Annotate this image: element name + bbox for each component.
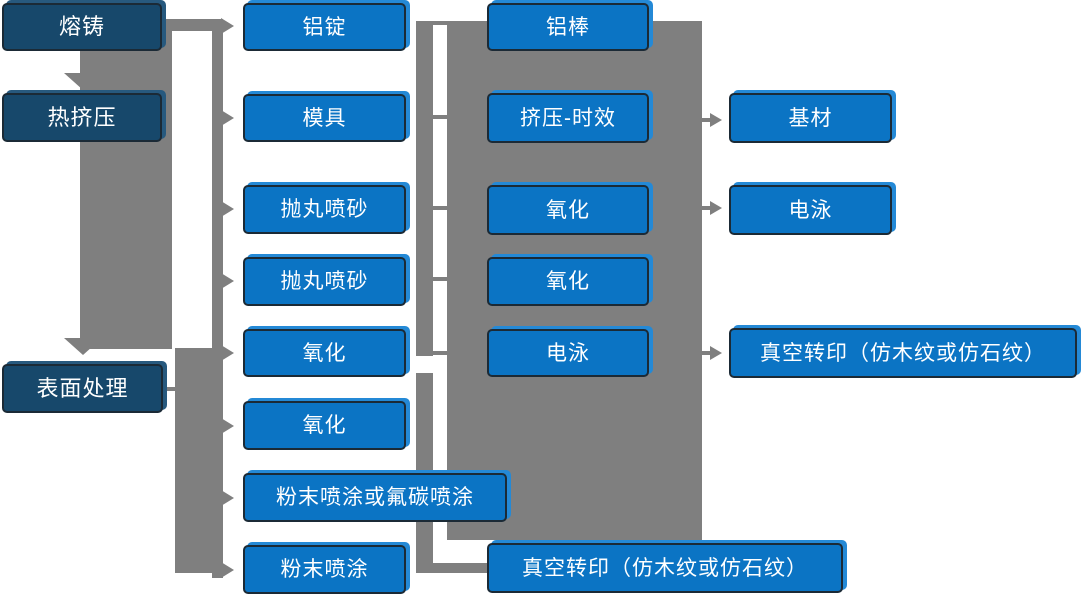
- lower-left-bar-connector: [175, 348, 212, 573]
- left-band-connector: [80, 22, 172, 349]
- mid-tick-1-connector: [433, 21, 448, 25]
- bottom-elbow-connector: [433, 563, 487, 573]
- arrow-stem-to-base-material: [702, 118, 712, 122]
- node-yanghua-c3b: 氧化: [487, 257, 649, 306]
- node-muju: 模具: [243, 94, 406, 142]
- node-dianyong-c4: 电泳: [729, 185, 892, 235]
- mid-tick-3-connector: [433, 206, 448, 210]
- node-label: 氧化: [546, 198, 590, 222]
- node-label: 抛丸喷砂: [280, 198, 369, 221]
- arrow-stem-to-vacuum-transfer: [702, 351, 712, 355]
- arrow-right-to-shot-blasting-1-icon: [221, 201, 234, 217]
- node-label: 抛丸喷砂: [280, 270, 369, 293]
- node-fenmo-penti: 粉末喷涂: [243, 545, 406, 594]
- arrow-right-to-powder-coating-icon: [221, 562, 234, 578]
- node-label: 挤压-时效: [520, 106, 616, 130]
- node-label: 铝棒: [546, 15, 590, 39]
- node-label: 电泳: [788, 198, 833, 222]
- node-luding: 铝锭: [243, 3, 406, 51]
- node-label: 氧化: [546, 270, 590, 293]
- node-zhenkong-right: 真空转印（仿木纹或仿石纹）: [729, 328, 1077, 378]
- node-fenmo-futan: 粉末喷涂或氟碳喷涂: [243, 473, 507, 522]
- arrow-right-to-oxidation-1-icon: [221, 345, 234, 361]
- node-label: 真空转印（仿木纹或仿石纹）: [522, 556, 808, 580]
- node-paowan-pensha-2: 抛丸喷砂: [243, 257, 406, 306]
- node-label: 模具: [302, 106, 347, 130]
- arrow-right-to-vacuum-transfer-icon: [710, 346, 722, 360]
- node-paowan-pensha-1: 抛丸喷砂: [243, 185, 406, 234]
- node-dianyong-c3: 电泳: [487, 329, 649, 377]
- mid-vertical-bar-upper-connector: [416, 21, 433, 356]
- top-horizontal-connector: [162, 19, 212, 31]
- surface-treatment-tick-connector: [163, 387, 177, 391]
- node-lubang: 铝棒: [487, 3, 649, 51]
- node-label: 真空转印（仿木纹或仿石纹）: [760, 341, 1046, 365]
- node-jicai: 基材: [729, 93, 892, 143]
- node-label: 氧化: [302, 341, 347, 365]
- node-jiya-shixiao: 挤压-时效: [487, 93, 649, 143]
- node-yanghua-c2a: 氧化: [243, 329, 406, 377]
- node-label: 表面处理: [36, 375, 129, 401]
- node-yanghua-c3a: 氧化: [487, 185, 649, 235]
- node-biaomianchuli: 表面处理: [2, 364, 163, 413]
- arrow-down-to-surface-treatment-icon: [64, 338, 102, 355]
- main-vertical-bar-connector: [212, 19, 223, 578]
- node-rejiya: 热挤压: [2, 93, 162, 142]
- mid-tick-5-connector: [433, 351, 448, 355]
- mid-tick-4-connector: [433, 277, 448, 281]
- node-label: 熔铸: [58, 14, 105, 39]
- node-label: 电泳: [546, 341, 590, 365]
- arrow-right-to-oxidation-2-icon: [221, 418, 234, 434]
- node-yanghua-c2b: 氧化: [243, 401, 406, 450]
- node-label: 粉末喷涂或氟碳喷涂: [276, 486, 474, 509]
- arrow-right-to-aluminum-ingot-icon: [221, 18, 234, 34]
- arrow-down-to-hot-extrusion-icon: [64, 73, 102, 90]
- node-zhenkong-bottom: 真空转印（仿木纹或仿石纹）: [487, 543, 843, 593]
- node-label: 热挤压: [47, 104, 117, 130]
- node-label: 粉末喷涂: [280, 558, 369, 581]
- arrow-stem-to-electrophoresis: [702, 206, 712, 210]
- arrow-right-to-powder-fluorocarbon-icon: [221, 490, 234, 506]
- arrow-right-to-mold-icon: [221, 110, 234, 126]
- node-label: 铝锭: [302, 15, 347, 39]
- arrow-right-to-shot-blasting-2-icon: [221, 273, 234, 289]
- arrow-right-to-electrophoresis-icon: [710, 201, 722, 215]
- mid-tick-2-connector: [433, 115, 448, 119]
- node-rongzhu: 熔铸: [2, 3, 162, 51]
- node-label: 基材: [788, 106, 833, 130]
- arrow-right-to-base-material-icon: [710, 113, 722, 127]
- node-label: 氧化: [302, 414, 347, 437]
